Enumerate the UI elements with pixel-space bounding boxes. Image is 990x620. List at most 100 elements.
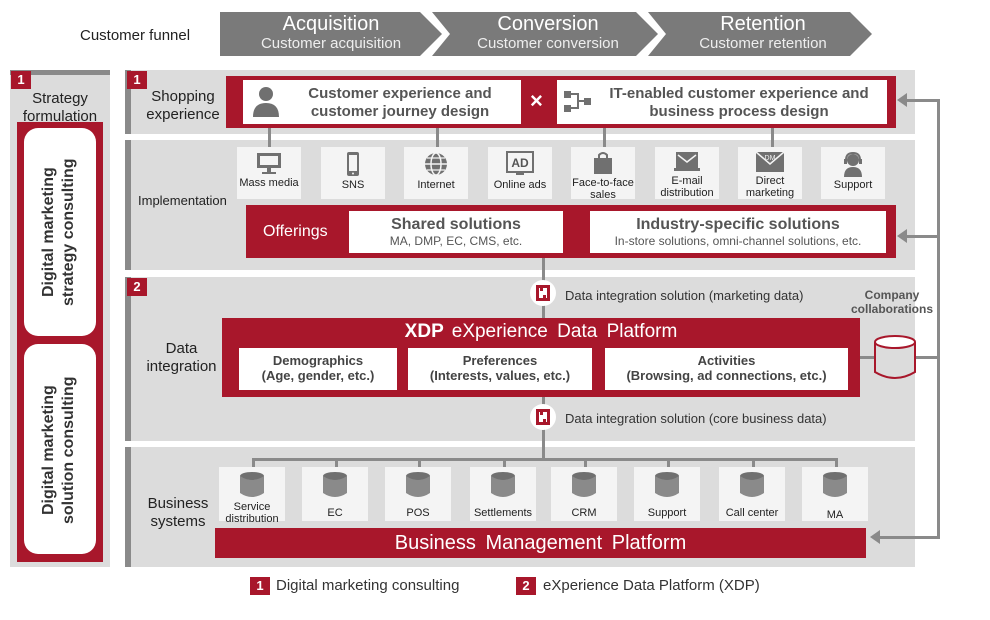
data-integration-number-badge: 2 bbox=[127, 278, 147, 296]
data-integration-top-text: Data integration solution (marketing dat… bbox=[565, 288, 804, 303]
it-process-design-text: IT-enabled customer experience and busin… bbox=[609, 85, 869, 120]
database-cylinder-icon bbox=[874, 335, 916, 379]
strategy-title: Strategy formulation bbox=[22, 90, 98, 125]
funnel-stage-retention: Retention Customer retention bbox=[648, 12, 872, 56]
business-band-rule bbox=[125, 447, 131, 567]
industry-solutions-box: Industry-specific solutions In-store sol… bbox=[590, 211, 886, 253]
shared-solutions-box: Shared solutions MA, DMP, EC, CMS, etc. bbox=[349, 211, 563, 253]
data-integration-bottom-text: Data integration solution (core business… bbox=[565, 411, 827, 426]
legend-badge: 1 bbox=[250, 577, 270, 595]
bracket-logo-icon bbox=[536, 409, 550, 425]
system-support: Support bbox=[634, 467, 700, 521]
strategy-number-badge: 1 bbox=[11, 71, 31, 89]
bracket-logo-icon bbox=[536, 285, 550, 301]
system-call-center: Call center bbox=[719, 467, 785, 521]
system-service-distribution: Service distribution bbox=[219, 467, 285, 525]
feedback-arrow-shopping bbox=[905, 99, 940, 102]
system-settlements: Settlements bbox=[470, 467, 536, 521]
platform-label: Business Management Platform bbox=[394, 532, 687, 554]
database-icon bbox=[572, 472, 596, 497]
legend-text: eXperience Data Platform (XDP) bbox=[543, 577, 760, 594]
channel-label: Mass media bbox=[239, 177, 299, 189]
database-icon bbox=[240, 472, 264, 497]
channel-sns: SNS bbox=[321, 147, 385, 199]
funnel-stage-acquisition: Acquisition Customer acquisition bbox=[220, 12, 442, 56]
strategy-top-rule bbox=[10, 70, 110, 75]
channel-internet: Internet bbox=[404, 147, 468, 199]
smartphone-icon bbox=[347, 152, 359, 176]
data-integration-top-icon bbox=[530, 280, 556, 306]
process-flow-icon bbox=[564, 91, 591, 112]
connector bbox=[436, 128, 439, 148]
data-integration-label: Data integration bbox=[146, 340, 217, 375]
business-management-platform: Business Management Platform bbox=[215, 528, 866, 558]
data-integration-bottom-icon bbox=[530, 404, 556, 430]
arrowhead-icon bbox=[897, 229, 907, 243]
feedback-arrow-offerings bbox=[905, 235, 940, 238]
email-icon bbox=[674, 152, 700, 171]
shopping-number-badge: 1 bbox=[127, 71, 147, 89]
cross-symbol: × bbox=[530, 88, 543, 113]
preferences-card: Preferences (Interests, values, etc.) bbox=[408, 348, 592, 390]
data-integration-band-rule bbox=[125, 277, 131, 441]
channel-face-to-face: Face-to-face sales bbox=[571, 147, 635, 201]
solution-consulting-box: Digital marketing solution consulting bbox=[24, 344, 96, 554]
system-label: Settlements bbox=[473, 507, 533, 519]
strategy-consulting-box: Digital marketing strategy consulting bbox=[24, 128, 96, 336]
channel-online-ads: AD Online ads bbox=[488, 147, 552, 199]
ad-icon: AD bbox=[506, 151, 534, 175]
ad-glyph: AD bbox=[511, 156, 529, 170]
connector bbox=[667, 458, 670, 468]
legend-text: Digital marketing consulting bbox=[276, 577, 460, 594]
channel-mass-media: Mass media bbox=[237, 147, 301, 199]
system-label: EC bbox=[327, 507, 343, 519]
card-title: Demographics bbox=[272, 353, 364, 368]
channel-label: SNS bbox=[341, 179, 365, 191]
card-title: Activities bbox=[697, 353, 756, 368]
cx-journey-design-box: Customer experience and customer journey… bbox=[243, 80, 521, 124]
channel-email: E-mail distribution bbox=[655, 147, 719, 199]
channel-label: Internet bbox=[417, 179, 455, 191]
card-sub: (Interests, values, etc.) bbox=[429, 368, 571, 383]
shared-solutions-title: Shared solutions bbox=[391, 216, 521, 233]
it-process-design-box: IT-enabled customer experience and busin… bbox=[557, 80, 887, 124]
channel-direct-marketing: DM Direct marketing bbox=[738, 147, 802, 199]
database-icon bbox=[740, 472, 764, 497]
industry-solutions-sub: In-store solutions, omni-channel solutio… bbox=[614, 234, 862, 248]
stage-subtitle: Customer retention bbox=[699, 35, 827, 52]
system-ma: MA bbox=[802, 467, 868, 521]
system-crm: CRM bbox=[551, 467, 617, 521]
database-icon bbox=[655, 472, 679, 497]
shared-solutions-sub: MA, DMP, EC, CMS, etc. bbox=[389, 234, 523, 248]
system-label: Call center bbox=[725, 507, 779, 519]
connector bbox=[335, 458, 338, 468]
funnel-stage-conversion: Conversion Customer conversion bbox=[432, 12, 658, 56]
cx-journey-design-text: Customer experience and customer journey… bbox=[308, 85, 492, 120]
implementation-label: Implementation bbox=[138, 193, 227, 208]
system-label: Service distribution bbox=[225, 501, 279, 525]
channel-label: E-mail distribution bbox=[660, 175, 714, 199]
connector bbox=[418, 458, 421, 468]
offerings-label: Offerings bbox=[263, 223, 328, 240]
shopping-bag-icon bbox=[594, 152, 612, 174]
system-ec: EC bbox=[302, 467, 368, 521]
shopping-band-rule bbox=[125, 70, 131, 134]
channel-label: Online ads bbox=[493, 179, 547, 191]
xdp-title-bold: XDP bbox=[404, 321, 444, 342]
stage-subtitle: Customer acquisition bbox=[260, 35, 402, 52]
system-label: POS bbox=[406, 507, 430, 519]
feedback-line bbox=[937, 100, 940, 538]
system-label: Support bbox=[647, 507, 687, 519]
legend-badge: 2 bbox=[516, 577, 536, 595]
implementation-band-rule bbox=[125, 140, 131, 270]
activities-card: Activities (Browsing, ad connections, et… bbox=[605, 348, 848, 390]
database-icon bbox=[323, 472, 347, 497]
database-icon bbox=[491, 472, 515, 497]
demographics-card: Demographics (Age, gender, etc.) bbox=[239, 348, 397, 390]
system-pos: POS bbox=[385, 467, 451, 521]
company-collaborations-label: Company collaborations bbox=[850, 288, 933, 316]
stage-title: Retention bbox=[720, 13, 806, 35]
dm-envelope-icon: DM bbox=[755, 151, 785, 172]
connector bbox=[752, 458, 755, 468]
